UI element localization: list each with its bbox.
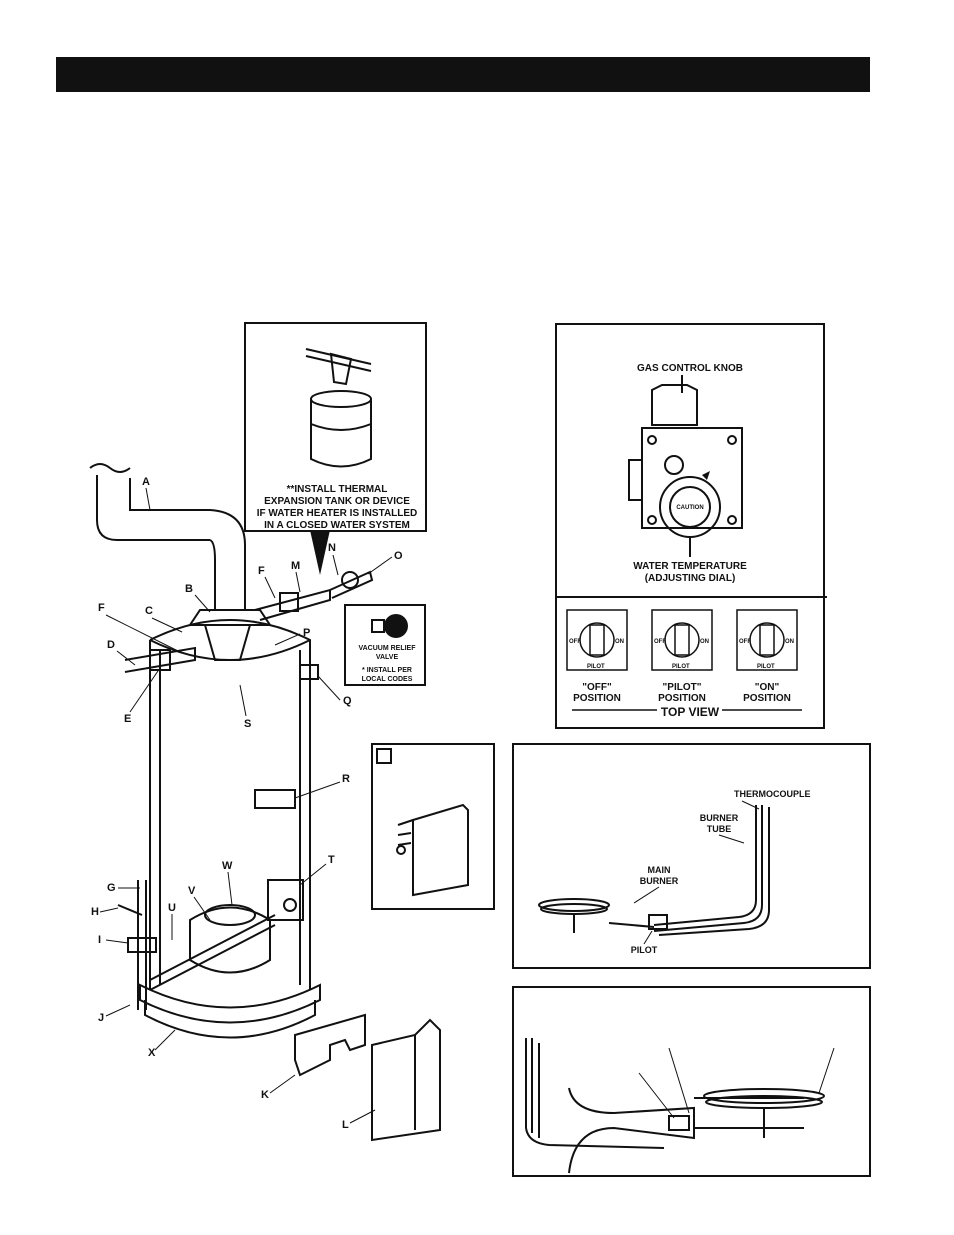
pilot-knob-word-on: ON	[700, 639, 709, 645]
heater-label-q: Q	[343, 695, 352, 707]
caution-text: CAUTION	[676, 505, 703, 511]
heater-label-t: T	[328, 854, 335, 866]
on-position-label-line-2: POSITION	[743, 693, 791, 704]
heater-label-k: K	[261, 1089, 269, 1101]
heater-label-l: L	[342, 1119, 349, 1131]
heater-label-j: J	[98, 1012, 104, 1024]
heater-label-i: I	[98, 934, 101, 946]
on-knob-word-pilot: PILOT	[757, 664, 775, 670]
off-knob-word-off: OFF	[569, 639, 581, 645]
pilot-knob-word-off: OFF	[654, 639, 666, 645]
heater-label-r: R	[342, 773, 350, 785]
off-knob-word-on: ON	[615, 639, 624, 645]
pilot-detail-illustration	[525, 1038, 835, 1174]
pilot-label: PILOT	[631, 945, 658, 955]
burner-tube-label-line-1: BURNER	[700, 813, 739, 823]
pilot-detail-panel	[512, 986, 871, 1177]
expansion-note-line-1: **INSTALL THERMAL	[287, 484, 388, 495]
heater-label-x: X	[148, 1047, 156, 1059]
expansion-tank-panel: **INSTALL THERMAL EXPANSION TANK OR DEVI…	[244, 322, 427, 532]
off-position-label-line-1: "OFF"	[582, 682, 612, 693]
heater-label-u: U	[168, 902, 176, 914]
heater-label-o: O	[394, 550, 403, 562]
pilot-knob-word-pilot: PILOT	[672, 664, 690, 670]
gas-control-illustration: GAS CONTROL KNOB WATER TEMPERATURE (ADJU…	[557, 363, 827, 719]
thermocouple-label: THERMOCOUPLE	[734, 789, 811, 799]
access-door-panel	[371, 743, 495, 910]
vacuum-relief-illustration: VACUUM RELIEF VALVE * INSTALL PER LOCAL …	[358, 614, 416, 683]
on-knob-word-on: ON	[785, 639, 794, 645]
heater-label-w: W	[222, 860, 233, 872]
off-position-label-line-2: POSITION	[573, 693, 621, 704]
expansion-note-line-4: IN A CLOSED WATER SYSTEM	[264, 520, 410, 531]
pilot-position-label-line-1: "PILOT"	[663, 682, 702, 693]
main-burner-label-line-1: MAIN	[648, 865, 671, 875]
vacuum-note-line-2: VALVE	[376, 654, 399, 661]
gas-control-knob-label: GAS CONTROL KNOB	[637, 363, 743, 374]
heater-label-s: S	[244, 718, 251, 730]
heater-label-p: P	[303, 627, 310, 639]
expansion-note-line-2: EXPANSION TANK OR DEVICE	[264, 496, 410, 507]
heater-label-f-right: F	[258, 565, 265, 577]
header-bar	[56, 57, 870, 92]
heater-label-g: G	[107, 882, 116, 894]
dial-indicator-icon	[702, 471, 710, 480]
burner-assembly-panel: THERMOCOUPLE BURNER TUBE MAIN BURNER PIL…	[512, 743, 871, 969]
pilot-position-label-line-2: POSITION	[658, 693, 706, 704]
on-knob-word-off: OFF	[739, 639, 751, 645]
access-door-illustration	[376, 748, 469, 897]
vacuum-note-line-1: VACUUM RELIEF	[358, 645, 416, 652]
on-position-label-line-1: "ON"	[755, 682, 780, 693]
burner-tube-label-line-2: TUBE	[707, 824, 732, 834]
off-knob-word-pilot: PILOT	[587, 664, 605, 670]
expansion-tank-illustration: **INSTALL THERMAL EXPANSION TANK OR DEVI…	[257, 348, 418, 531]
gas-control-panel: GAS CONTROL KNOB WATER TEMPERATURE (ADJU…	[555, 323, 827, 729]
heater-label-m: M	[291, 560, 300, 572]
water-temperature-label-line-1: WATER TEMPERATURE	[633, 561, 747, 572]
heater-label-c: C	[145, 605, 153, 617]
burner-assembly-illustration: THERMOCOUPLE BURNER TUBE MAIN BURNER PIL…	[538, 789, 811, 955]
top-view-label: TOP VIEW	[661, 705, 720, 719]
vacuum-footnote-line-1: * INSTALL PER	[362, 667, 412, 674]
expansion-note-line-3: IF WATER HEATER IS INSTALLED	[257, 508, 418, 519]
vacuum-relief-panel: VACUUM RELIEF VALVE * INSTALL PER LOCAL …	[344, 604, 426, 686]
main-burner-label-line-2: BURNER	[640, 876, 679, 886]
heater-label-e: E	[124, 713, 131, 725]
heater-label-v: V	[188, 885, 196, 897]
heater-label-f-left: F	[98, 602, 105, 614]
heater-label-n: N	[328, 542, 336, 554]
heater-label-d: D	[107, 639, 115, 651]
vacuum-footnote-line-2: LOCAL CODES	[362, 676, 413, 683]
heater-label-h: H	[91, 906, 99, 918]
heater-label-b: B	[185, 583, 193, 595]
water-temperature-label-line-2: (ADJUSTING DIAL)	[645, 573, 736, 584]
heater-label-a: A	[142, 476, 150, 488]
